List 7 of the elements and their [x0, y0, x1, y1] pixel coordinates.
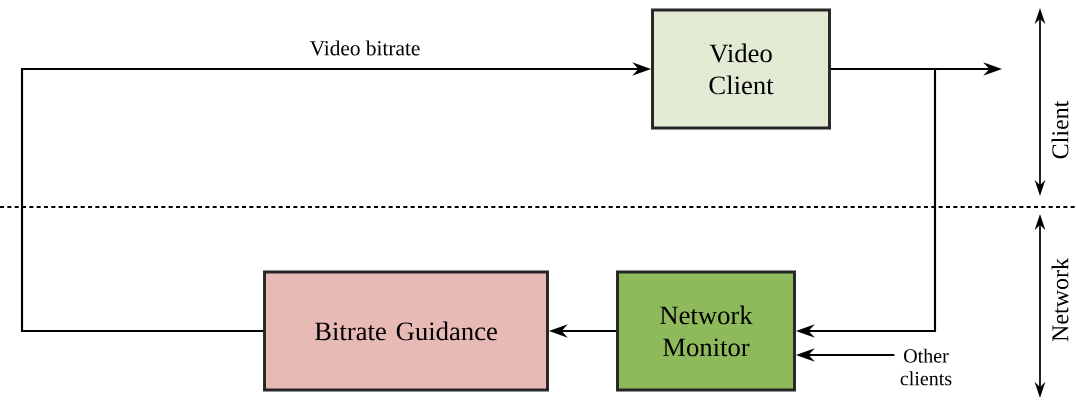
region-label: Client — [1050, 99, 1070, 161]
input-label: Other clients — [900, 348, 952, 386]
region-label: Network — [1050, 256, 1070, 344]
process-box: Network Monitor — [616, 270, 796, 392]
process-box: Bitrate Guidance — [263, 270, 549, 392]
process-box: Video Client — [651, 8, 831, 130]
edge-label: Video bitrate — [308, 39, 422, 57]
